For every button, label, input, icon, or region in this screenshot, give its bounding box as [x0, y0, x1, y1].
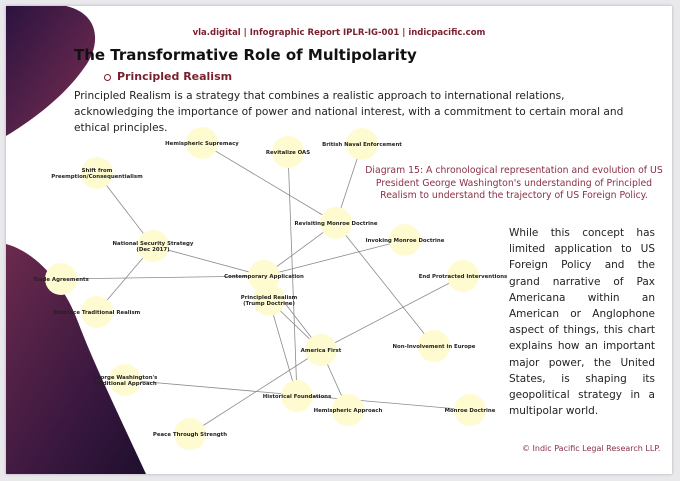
node-label: Embrace Traditional Realism	[54, 310, 141, 316]
node-circle	[272, 136, 304, 168]
node-monroe_doctrine: Monroe Doctrine	[445, 394, 496, 426]
node-circle	[186, 127, 218, 159]
network-diagram: Hemispheric Supremacy British Naval Enfor…	[33, 127, 507, 450]
node-principled_realism: Principled Realism(Trump Doctrine)	[241, 284, 298, 316]
node-circle	[418, 330, 450, 362]
node-label: Trade Agreements	[33, 277, 89, 283]
node-circle	[109, 364, 141, 396]
node-invoking_monroe: Invoking Monroe Doctrine	[366, 224, 445, 256]
node-peace_through_strength: Peace Through Strength	[153, 418, 227, 450]
node-label: Historical Foundations	[263, 394, 331, 400]
node-label: Preemption/Consequentialism	[51, 174, 143, 180]
node-label: British Naval Enforcement	[322, 142, 402, 148]
node-nss_2017: National Security Strategy(Dec 2017)	[113, 230, 194, 262]
node-british_naval: British Naval Enforcement	[322, 128, 402, 160]
node-circle	[332, 394, 364, 426]
node-circle	[81, 157, 113, 189]
subtitle-text: Principled Realism	[117, 70, 233, 83]
decorative-blob-top-left	[6, 6, 96, 136]
section-subtitle: Principled Realism	[104, 70, 232, 83]
node-circle	[45, 263, 77, 295]
edge-historical_foundations-to-revitalize_oas	[286, 157, 298, 397]
node-revitalize_oas: Revitalize OAS	[266, 136, 310, 168]
node-label: Monroe Doctrine	[445, 408, 496, 414]
node-label: Peace Through Strength	[153, 432, 227, 438]
infographic-page: vla.digital | Infographic Report IPLR-IG…	[6, 6, 672, 474]
node-embrace_traditional: Embrace Traditional Realism	[54, 296, 141, 328]
node-circle	[174, 418, 206, 450]
edge-contemporary_application-to-invoking_monroe	[263, 240, 400, 277]
node-label: Non-Involvement in Europe	[393, 344, 476, 350]
bullet-icon	[104, 73, 111, 81]
diagram-nodes: Hemispheric Supremacy British Naval Enfor…	[33, 127, 507, 450]
node-label: Invoking Monroe Doctrine	[366, 238, 445, 244]
edge-contemporary_application-to-nss_2017	[158, 246, 265, 277]
diagram-caption: Diagram 15: A chronological representati…	[365, 165, 663, 201]
node-label: Traditional Approach	[93, 381, 156, 387]
node-hemispheric_supremacy: Hemispheric Supremacy	[165, 127, 239, 159]
node-non_involvement: Non-Involvement in Europe	[393, 330, 476, 362]
edge-contemporary_application-to-trade_agreements	[66, 275, 265, 281]
node-trade_agreements: Trade Agreements	[33, 263, 89, 295]
node-circle	[137, 230, 169, 262]
report-header: vla.digital | Infographic Report IPLR-IG…	[192, 28, 486, 38]
node-circle	[281, 380, 313, 412]
node-label: America First	[301, 348, 342, 354]
edge-america_first-to-peace_through_strength	[194, 349, 322, 432]
node-label: Hemispheric Supremacy	[165, 141, 239, 147]
node-label: Principled Realism	[241, 295, 298, 301]
node-hemispheric_approach: Hemispheric Approach	[314, 394, 383, 426]
node-circle	[253, 284, 285, 316]
node-contemporary_application: Contemporary Application	[224, 260, 304, 292]
edge-revisiting_monroe-to-non_involvement	[335, 222, 431, 342]
intro-paragraph: Principled Realism is a strategy that co…	[74, 90, 624, 134]
node-label: Revisiting Monroe Doctrine	[295, 221, 378, 227]
node-label: George Washington's	[93, 375, 158, 381]
node-label: End Protracted Interventions	[419, 274, 508, 280]
node-label: Revitalize OAS	[266, 150, 310, 156]
node-circle	[447, 260, 479, 292]
edge-revisiting_monroe-to-hemispheric_supremacy	[206, 145, 337, 224]
node-circle	[346, 128, 378, 160]
node-circle	[454, 394, 486, 426]
node-label: (Dec 2017)	[136, 247, 169, 253]
node-label: Hemispheric Approach	[314, 408, 383, 414]
side-paragraph: While this concept has limited applicati…	[509, 227, 655, 418]
node-circle	[248, 260, 280, 292]
footer-credit: © Indic Pacific Legal Research LLP.	[522, 444, 661, 453]
node-circle	[320, 207, 352, 239]
node-end_protracted: End Protracted Interventions	[419, 260, 508, 292]
node-label: Contemporary Application	[224, 274, 304, 280]
node-america_first: America First	[301, 334, 342, 366]
node-circle	[81, 296, 113, 328]
node-label: Shift from	[82, 168, 113, 174]
node-circle	[305, 334, 337, 366]
node-circle	[389, 224, 421, 256]
edge-america_first-to-end_protracted	[320, 278, 458, 351]
node-label: National Security Strategy	[113, 241, 194, 247]
node-historical_foundations: Historical Foundations	[263, 380, 331, 412]
node-revisiting_monroe: Revisiting Monroe Doctrine	[295, 207, 378, 239]
decorative-blob-bottom-left	[6, 244, 146, 474]
page-title: The Transformative Role of Multipolarity	[74, 46, 417, 64]
node-label: (Trump Doctrine)	[243, 301, 295, 307]
